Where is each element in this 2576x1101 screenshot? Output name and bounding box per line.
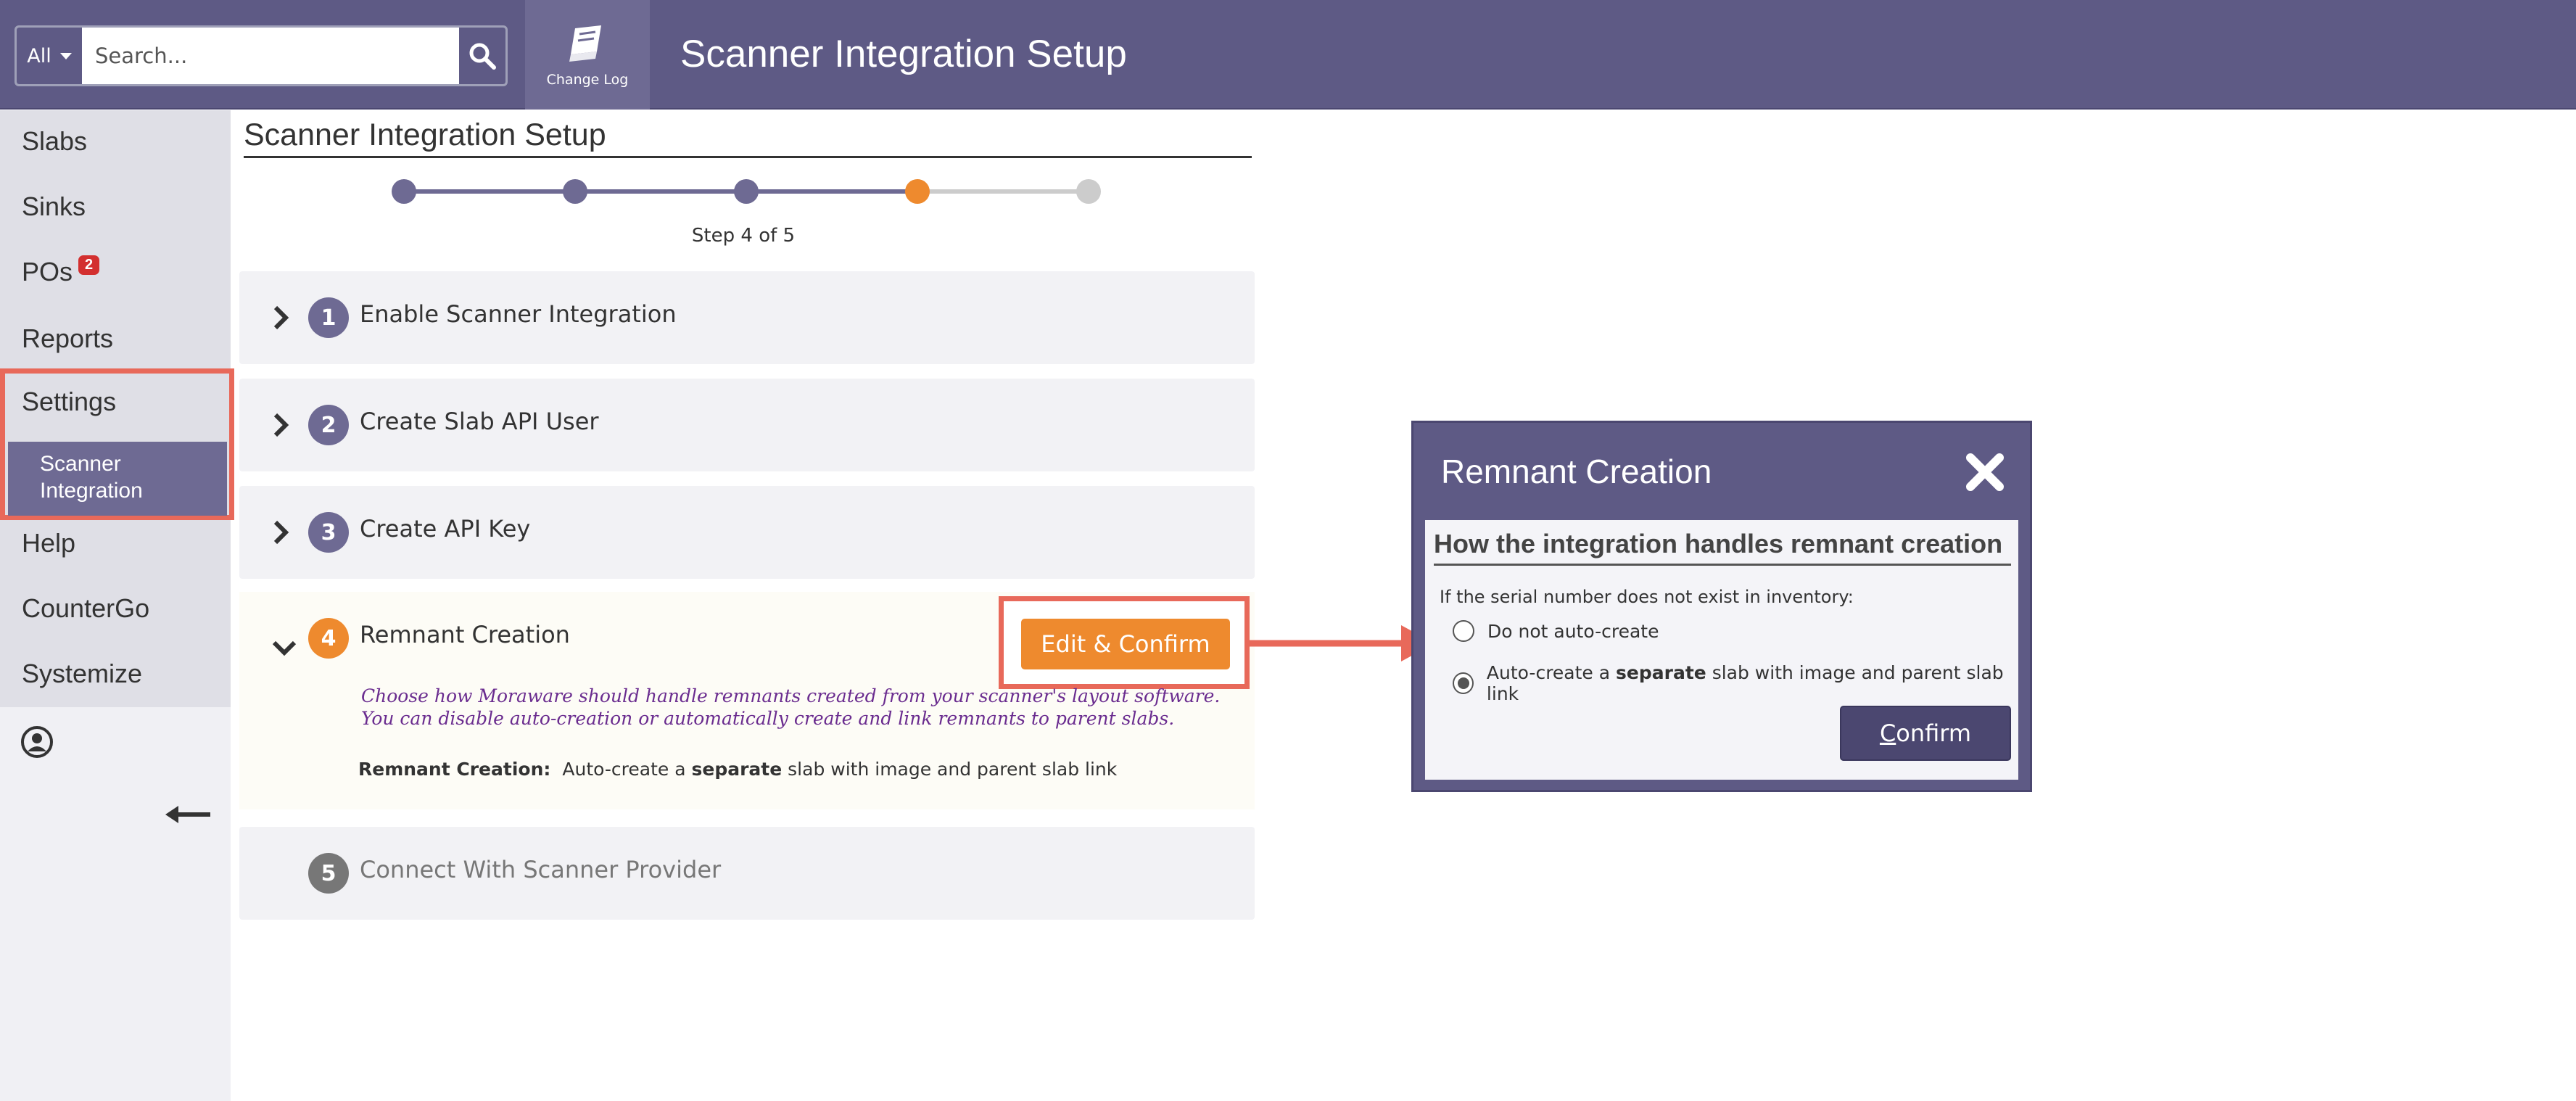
step-number: 5 (308, 853, 349, 894)
radio-unselected[interactable] (1453, 620, 1474, 642)
step-title: Create Slab API User (360, 408, 599, 435)
edit-confirm-highlight: Edit & Confirm (999, 596, 1250, 689)
sidebar-item-slabs[interactable]: Slabs (22, 126, 88, 156)
search-scope-dropdown[interactable]: All (17, 28, 82, 84)
step-card-3[interactable]: 3 Create API Key (239, 486, 1255, 579)
option-label-pre: Auto-create a (1486, 662, 1617, 683)
search-button[interactable] (459, 28, 505, 84)
dialog-heading: How the integration handles remnant crea… (1434, 529, 2011, 566)
option-do-not-auto-create[interactable]: Do not auto-create (1453, 620, 1659, 642)
confirm-mnemonic: C (1879, 719, 1896, 747)
step-description-line1: Choose how Moraware should handle remnan… (361, 685, 1221, 706)
caret-down-icon (59, 52, 72, 59)
option-label-post: slab with image and parent slab link (1486, 662, 2004, 704)
remnant-value-pre: Auto-create a (562, 759, 692, 780)
change-log-label: Change Log (546, 71, 629, 88)
step-card-2[interactable]: 2 Create Slab API User (239, 379, 1255, 471)
step-number: 1 (308, 297, 349, 338)
search-icon (469, 43, 496, 70)
remnant-value-bold: separate (691, 759, 783, 780)
chevron-right-icon (273, 305, 289, 330)
sidebar-item-sinks[interactable]: Sinks (22, 191, 86, 221)
step-number: 4 (308, 618, 349, 659)
step-title: Create API Key (360, 515, 531, 543)
settings-highlight: Settings Scanner Integration (0, 368, 234, 520)
remnant-setting-label: Remnant Creation: (358, 759, 551, 780)
stepper-dot-4 (905, 179, 930, 204)
chevron-down-icon[interactable] (271, 640, 297, 657)
stepper-dot-1 (392, 179, 416, 204)
app-title: Scanner Integration Setup (680, 33, 1127, 75)
step-card-1[interactable]: 1 Enable Scanner Integration (239, 271, 1255, 364)
po-count-badge: 2 (78, 255, 100, 275)
sidebar-subitem-label-line2: Integration (40, 479, 143, 503)
step-number: 3 (308, 512, 349, 553)
stepper-dot-3 (734, 179, 759, 204)
step-title: Connect With Scanner Provider (360, 856, 722, 883)
progress-stepper (392, 171, 1102, 212)
remnant-setting-summary: Remnant Creation:Auto-create a separate … (358, 759, 1117, 780)
search-box: All (15, 25, 508, 86)
step-description: Choose how Moraware should handle remnan… (361, 685, 1220, 730)
confirm-label-rest: onfirm (1896, 719, 1972, 747)
sidebar-item-settings[interactable]: Settings (22, 387, 117, 416)
step-card-5: 5 Connect With Scanner Provider (239, 827, 1255, 920)
step-title: Enable Scanner Integration (360, 300, 677, 328)
remnant-creation-dialog: Remnant Creation How the integration han… (1411, 421, 2032, 792)
step-description-line2: You can disable auto-creation or automat… (361, 708, 1175, 729)
sidebar-item-help[interactable]: Help (22, 528, 76, 558)
stepper-line-incomplete (917, 189, 1088, 194)
chevron-right-icon (273, 413, 289, 437)
stepper-dot-2 (563, 179, 587, 204)
step-number: 2 (308, 405, 349, 445)
sidebar-item-label: POs (22, 257, 73, 286)
user-icon (21, 726, 53, 758)
option-auto-create-separate[interactable]: Auto-create a separate slab with image a… (1453, 662, 2018, 704)
sidebar-item-countergo[interactable]: CounterGo (22, 593, 150, 623)
edit-confirm-button[interactable]: Edit & Confirm (1021, 619, 1230, 669)
annotation-arrow (1247, 625, 1434, 661)
stepper-dot-5 (1076, 179, 1101, 204)
radio-selected[interactable] (1453, 672, 1474, 694)
collapse-sidebar-button[interactable] (165, 804, 212, 828)
option-label: Auto-create a separate slab with image a… (1487, 662, 2018, 704)
user-profile-button[interactable] (20, 725, 54, 762)
change-log-button[interactable]: Change Log (525, 0, 650, 110)
search-input[interactable] (82, 28, 459, 84)
close-icon[interactable] (1963, 450, 2007, 494)
page-title: Scanner Integration Setup (244, 117, 1252, 158)
sidebar-subitem-scanner-integration[interactable]: Scanner Integration (8, 442, 227, 516)
stepper-line-complete (403, 189, 917, 194)
sidebar-subitem-label-line1: Scanner (40, 452, 121, 476)
arrow-left-icon (165, 806, 210, 823)
top-bar: All Change Log Scanner Integration Setup (0, 0, 2576, 110)
step-caption: Step 4 of 5 (691, 225, 796, 247)
dialog-title: Remnant Creation (1441, 453, 1712, 490)
sidebar-item-systemize[interactable]: Systemize (22, 659, 143, 688)
remnant-value-post: slab with image and parent slab link (782, 759, 1118, 780)
sidebar-item-reports[interactable]: Reports (22, 323, 114, 353)
chevron-right-icon (273, 520, 289, 545)
search-scope-label: All (27, 44, 51, 67)
dialog-question: If the serial number does not exist in i… (1440, 587, 1854, 607)
option-label: Do not auto-create (1487, 620, 1659, 642)
dialog-body: How the integration handles remnant crea… (1425, 520, 2018, 780)
step-title: Remnant Creation (360, 621, 570, 648)
option-label-bold: separate (1616, 662, 1706, 683)
book-icon (569, 25, 601, 62)
